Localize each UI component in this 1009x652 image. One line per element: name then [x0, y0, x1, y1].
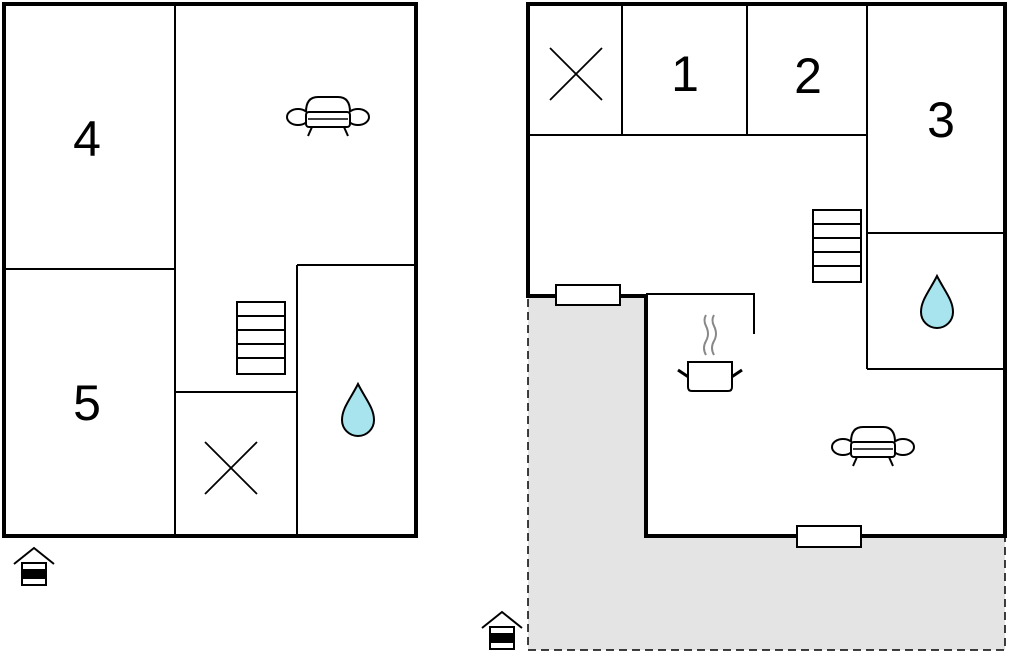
room-bedroom-1: 1 — [671, 46, 699, 102]
water-drop-icon — [920, 275, 954, 329]
room-label-2: 2 — [794, 48, 822, 104]
window-icon — [555, 284, 621, 306]
outer-wall — [2, 2, 418, 538]
floor-left: 4 5 — [2, 2, 418, 586]
stairs-icon — [236, 301, 286, 375]
room-label-1: 1 — [671, 46, 699, 102]
room-bedroom-2: 2 — [794, 48, 822, 104]
window-icon — [796, 525, 862, 548]
entrance-icon — [481, 611, 523, 650]
room-bedroom-5: 5 — [73, 375, 101, 431]
entrance-icon — [13, 547, 55, 586]
room-label-5: 5 — [73, 375, 101, 431]
terrace-area — [527, 295, 1006, 651]
sofa-icon — [286, 96, 370, 137]
sofa-icon — [831, 426, 915, 467]
floor-right: 1 2 3 — [481, 2, 1007, 651]
interior-walls — [528, 4, 1005, 370]
toilet-cross-icon — [549, 47, 603, 101]
cooking-pot-icon — [677, 314, 743, 392]
stairs-icon — [812, 209, 862, 283]
room-bedroom-3: 3 — [927, 92, 955, 148]
interior-walls — [4, 4, 416, 536]
water-drop-icon — [341, 383, 375, 437]
room-label-4: 4 — [73, 111, 101, 167]
room-bedroom-4: 4 — [73, 111, 101, 167]
toilet-cross-icon — [204, 441, 258, 495]
room-label-3: 3 — [927, 92, 955, 148]
outer-wall — [526, 2, 1007, 538]
